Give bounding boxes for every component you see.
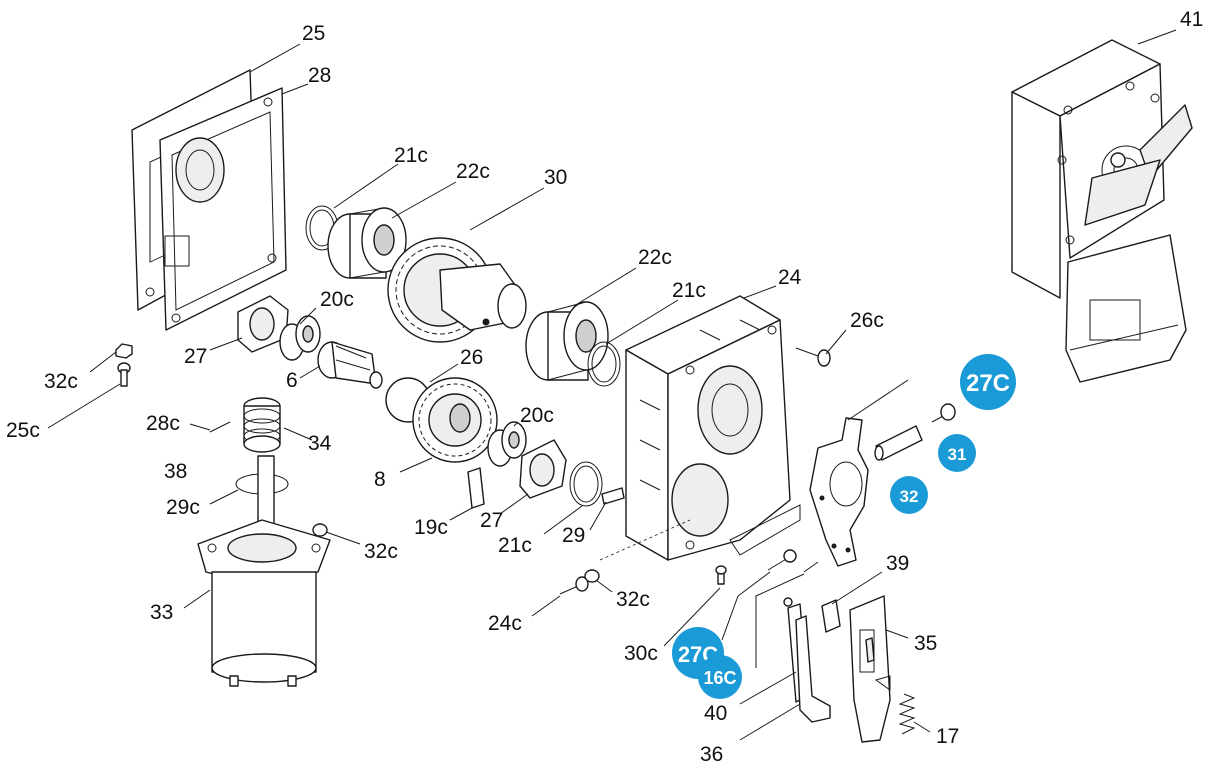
label-38: 38 — [164, 460, 187, 483]
label-17: 17 — [936, 725, 959, 748]
part-41-assembled-unit — [1011, 39, 1193, 383]
label-19c: 19c — [414, 516, 448, 539]
badge-16c-text: 16C — [703, 668, 736, 688]
label-27-mid: 27 — [480, 509, 503, 532]
label-34: 34 — [308, 432, 332, 455]
badge-32: 32 — [890, 476, 928, 514]
label-30: 30 — [544, 166, 567, 189]
leader-lines — [47, 29, 1177, 741]
label-39: 39 — [886, 552, 909, 575]
label-29: 29 — [562, 524, 585, 547]
label-22c-top: 22c — [456, 160, 490, 183]
part-21c-oring-right — [587, 341, 621, 387]
label-29c: 29c — [166, 496, 200, 519]
part-19c-key — [467, 467, 485, 509]
badge-16c: 16C — [698, 655, 742, 699]
label-28: 28 — [308, 64, 331, 87]
label-40: 40 — [704, 702, 727, 725]
label-24: 24 — [778, 266, 802, 289]
label-32c-motor: 32c — [364, 540, 398, 563]
label-30c: 30c — [624, 642, 658, 665]
label-20c-top: 20c — [320, 288, 354, 311]
label-8: 8 — [374, 468, 386, 491]
label-25: 25 — [302, 22, 325, 45]
part-28-gasket-plate — [145, 87, 287, 331]
part-29-pin-small — [601, 487, 625, 505]
label-21c-bottom: 21c — [498, 534, 532, 557]
part-32c-washer-bottom — [584, 569, 600, 583]
label-36: 36 — [700, 743, 723, 766]
part-33-motor — [197, 455, 331, 687]
badge-31-text: 31 — [948, 445, 967, 464]
label-25c: 25c — [6, 419, 40, 442]
badge-31: 31 — [938, 434, 976, 472]
part-35-plate — [849, 595, 891, 743]
badge-16c-circle — [698, 655, 742, 699]
badge-27c-top-text: 27C — [966, 370, 1010, 397]
part-20c-bearing-small-mid — [487, 421, 527, 467]
part-30c-screw — [715, 565, 727, 585]
part-30-gear-shaft — [387, 237, 527, 343]
label-26: 26 — [460, 346, 483, 369]
part-20c-bearing-small-top — [279, 315, 321, 361]
badge-27c-top-circle — [960, 354, 1016, 410]
label-32c-left: 32c — [44, 370, 78, 393]
part-22c-bearing-right — [525, 301, 609, 381]
label-35: 35 — [914, 632, 937, 655]
label-33: 33 — [150, 601, 173, 624]
part-24-gearbox-housing — [625, 295, 801, 561]
part-22c-bearing-top — [327, 207, 407, 279]
part-36-l-bracket — [795, 615, 831, 723]
part-31-pin — [874, 425, 923, 461]
part-16c-screw — [803, 561, 819, 573]
badge-32-circle — [890, 476, 928, 514]
part-6-pinion — [317, 341, 383, 389]
badge-32-text: 32 — [900, 487, 919, 506]
part-32c-nut-motor — [312, 523, 328, 537]
part-32c-nut-left — [115, 343, 133, 359]
part-27-bushing-mid — [519, 439, 567, 499]
label-27-top: 27 — [184, 345, 207, 368]
part-32-lever — [809, 417, 869, 567]
part-17-spring — [898, 693, 916, 735]
part-8-double-gear — [385, 377, 498, 463]
part-34-worm — [243, 397, 281, 453]
label-24c: 24c — [488, 612, 522, 635]
part-21c-oring-bottom — [569, 461, 603, 507]
label-6: 6 — [286, 369, 298, 392]
label-26c: 26c — [850, 309, 884, 332]
label-21c-right: 21c — [672, 279, 706, 302]
part-26c-screw — [795, 347, 831, 367]
label-20c-mid: 20c — [520, 404, 554, 427]
label-22c-right: 22c — [638, 246, 672, 269]
part-27c-bolt-bottom — [767, 549, 797, 571]
label-32c-bottom: 32c — [616, 588, 650, 611]
part-39-clip — [821, 599, 841, 633]
part-24c-bolt — [559, 576, 589, 595]
assembly-axis-line — [599, 519, 691, 561]
label-28c: 28c — [146, 412, 180, 435]
label-41: 41 — [1180, 8, 1203, 31]
part-25c-bolt-left — [117, 362, 131, 387]
label-21c-top: 21c — [394, 144, 428, 167]
part-28c-pin — [209, 421, 231, 433]
badge-27c-top: 27C — [960, 354, 1016, 410]
part-27c-bolt-top — [931, 403, 956, 423]
badge-31-circle — [938, 434, 976, 472]
